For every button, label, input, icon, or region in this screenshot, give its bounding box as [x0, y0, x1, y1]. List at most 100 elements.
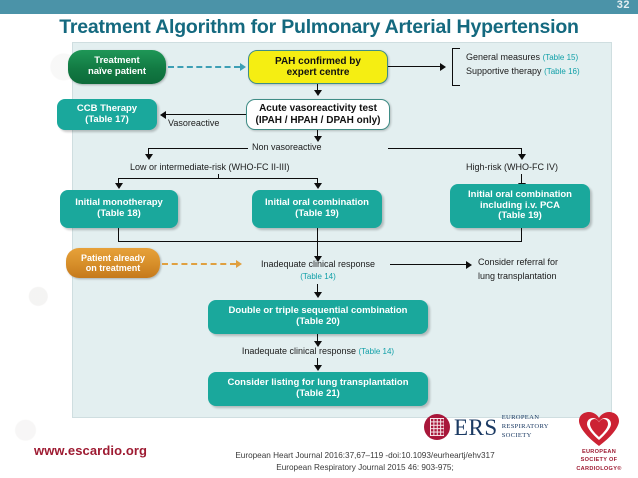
node-line: expert centre	[286, 67, 350, 78]
node-initial-oral-combination[interactable]: Initial oral combination (Table 19)	[252, 190, 382, 228]
connector-pah-to-measures	[388, 66, 440, 68]
ers-name-line-1: EUROPEAN	[501, 414, 540, 421]
node-line: including i.v. PCA	[479, 199, 561, 211]
esc-full-name: EUROPEAN SOCIETY OF CARDIOLOGY®	[568, 448, 630, 473]
connector-lowrisk-stem	[218, 174, 220, 179]
connector-nonvaso-left-drop	[148, 148, 150, 156]
arrowhead-to-monotherapy	[115, 183, 123, 189]
node-line: on treatment	[85, 263, 141, 273]
node-consider-listing-transplantation[interactable]: Consider listing for lung transplantatio…	[208, 372, 428, 406]
node-line: Patient already	[80, 252, 146, 263]
node-line: (Table 21)	[296, 388, 340, 399]
connector-response-to-double	[317, 284, 319, 294]
esc-name-line-2: SOCIETY OF	[580, 457, 618, 464]
connector-nonvaso-right-drop	[521, 148, 523, 156]
arrowhead-double-to-response2	[314, 341, 322, 347]
node-line: naïve patient	[87, 66, 147, 77]
connector-acute-to-ccb	[166, 114, 246, 116]
citation-line-1: European Heart Journal 2016:37,67–119 -d…	[235, 451, 495, 460]
arrowhead-patient-to-response	[236, 260, 242, 268]
node-line: Initial oral combination	[265, 197, 369, 209]
label-consider-referral-line1: Consider referral for	[478, 257, 559, 267]
label-consider-referral-line2: lung transplantation	[478, 271, 557, 281]
node-acute-vasoreactivity-test[interactable]: Acute vasoreactivity test (IPAH / HPAH /…	[246, 99, 390, 130]
arrowhead-acute-to-ccb	[160, 111, 166, 119]
node-line: (Table 20)	[296, 316, 340, 327]
escardio-url[interactable]: www.escardio.org	[34, 443, 148, 458]
label-supportive-therapy: Supportive therapy (Table 16)	[466, 66, 580, 77]
ers-acronym: ERS	[454, 414, 498, 440]
inadequate-response-2-table-ref: (Table 14)	[358, 347, 395, 356]
connector-to-oral-combination	[317, 178, 319, 185]
ers-logo: ERS EUROPEAN RESPIRATORY SOCIETY	[424, 414, 549, 441]
arrowhead-pah-to-acute	[314, 90, 322, 96]
node-line: Double or triple sequential combination	[228, 305, 408, 317]
label-low-intermediate-risk: Low or intermediate-risk (WHO-FC II-III)	[130, 162, 290, 172]
node-line: (Table 19)	[295, 208, 339, 219]
label-non-vasoreactive: Non vasoreactive	[252, 142, 322, 152]
connector-monotherapy-drop	[118, 228, 120, 242]
connector-nonvaso-left	[148, 148, 248, 150]
node-treatment-naive-patient[interactable]: Treatment naïve patient	[68, 50, 166, 84]
supportive-therapy-table-ref: (Table 16)	[544, 67, 580, 76]
esc-logo: EUROPEAN SOCIETY OF CARDIOLOGY®	[568, 412, 630, 473]
label-general-measures: General measures (Table 15)	[466, 52, 578, 63]
node-initial-monotherapy[interactable]: Initial monotherapy (Table 18)	[60, 190, 178, 228]
node-line: Consider listing for lung transplantatio…	[227, 377, 409, 389]
connector-naive-to-pah	[168, 66, 240, 68]
connector-response2-to-listing	[317, 358, 319, 367]
connector-pah-to-acute	[317, 84, 319, 92]
connector-patient-to-response	[162, 263, 236, 265]
node-initial-oral-combination-pca[interactable]: Initial oral combination including i.v. …	[450, 184, 590, 228]
general-measures-table-ref: (Table 15)	[542, 53, 579, 62]
ers-name-line-3: SOCIETY	[501, 431, 532, 439]
label-vasoreactive: Vasoreactive	[168, 118, 220, 128]
arrowhead-response2-to-listing	[314, 365, 322, 371]
node-double-triple-sequential[interactable]: Double or triple sequential combination …	[208, 300, 428, 334]
node-line: (Table 17)	[85, 113, 129, 125]
inadequate-response-text: Inadequate clinical response	[260, 259, 376, 269]
inadequate-response-table-ref: (Table 14)	[300, 272, 336, 281]
heart-icon	[579, 412, 619, 446]
inadequate-response-2-text: Inadequate clinical response	[241, 346, 356, 356]
node-line: CCB Therapy	[76, 102, 138, 114]
label-inadequate-response-1-table: (Table 14)	[252, 271, 384, 282]
node-line: PAH confirmed by	[275, 55, 361, 67]
connector-oralcombpca-drop	[521, 228, 523, 242]
citation-line-2: European Respiratory Journal 2015 46: 90…	[276, 462, 454, 472]
general-measures-text: General measures	[466, 52, 541, 62]
top-bar: 32	[0, 0, 638, 14]
node-patient-already-on-treatment[interactable]: Patient already on treatment	[66, 248, 160, 278]
ers-full-name: EUROPEAN RESPIRATORY SOCIETY	[502, 414, 549, 441]
label-inadequate-response-1: Inadequate clinical response	[252, 259, 384, 270]
arrowhead-naive-to-pah	[240, 63, 246, 71]
node-line: (IPAH / HPAH / DPAH only)	[255, 114, 381, 126]
connector-merge-stem	[317, 241, 319, 258]
label-high-risk: High-risk (WHO-FC IV)	[466, 162, 558, 172]
arrowhead-response-to-double	[314, 292, 322, 298]
ers-name-line-2: RESPIRATORY	[501, 422, 549, 430]
node-line: Initial oral combination	[468, 189, 572, 201]
node-ccb-therapy[interactable]: CCB Therapy (Table 17)	[57, 99, 157, 130]
node-pah-confirmed[interactable]: PAH confirmed by expert centre	[248, 50, 388, 84]
label-inadequate-response-2: Inadequate clinical response (Table 14)	[208, 346, 428, 357]
arrowhead-nonvaso-left	[145, 154, 153, 160]
arrowhead-merge-stem	[314, 256, 322, 262]
arrowhead-nonvaso-right	[518, 154, 526, 160]
citation-block: European Heart Journal 2016:37,67–119 -d…	[190, 450, 540, 474]
node-line: Initial monotherapy	[75, 197, 163, 209]
connector-oralcomb-drop	[317, 228, 319, 242]
node-line: Treatment	[94, 55, 140, 67]
connector-to-oral-combination-pca	[521, 174, 523, 185]
arrowhead-to-oral-combination	[314, 183, 322, 189]
esc-name-line-1: EUROPEAN	[581, 449, 617, 455]
ers-emblem-icon	[424, 414, 450, 441]
connector-response-to-referral	[390, 264, 466, 266]
connector-nonvaso-right	[388, 148, 522, 150]
esc-name-line-3: CARDIOLOGY®	[576, 465, 622, 472]
supportive-therapy-text: Supportive therapy	[466, 66, 542, 76]
node-line: Acute vasoreactivity test	[259, 103, 377, 115]
measures-bracket	[452, 48, 460, 86]
arrowhead-acute-to-nonvaso	[314, 136, 322, 142]
page-number: 32	[616, 0, 630, 11]
